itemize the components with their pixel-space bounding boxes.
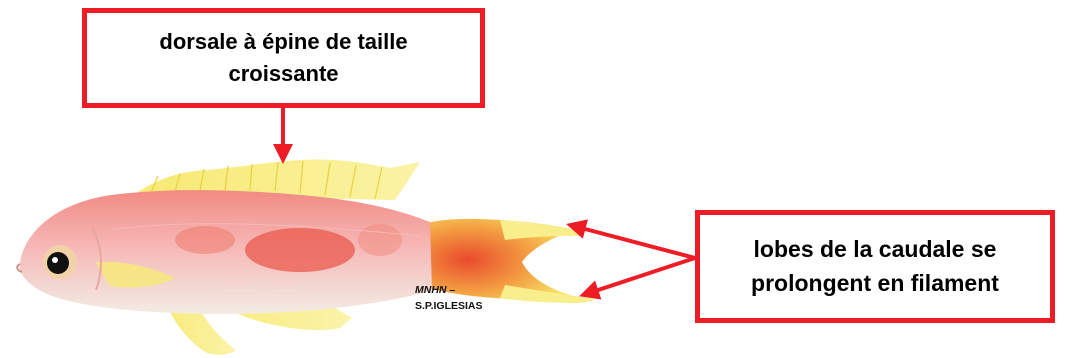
caudal-fin-label: lobes de la caudale se prolongent en fil…	[751, 236, 999, 296]
dorsal-fin-label: dorsale à épine de taille croissante	[159, 29, 408, 86]
dorsal-fin-label-box: dorsale à épine de taille croissante	[82, 8, 485, 108]
credit-separator: –	[446, 284, 456, 296]
credit-institution: MNHN	[415, 284, 447, 296]
arrow-caudal-lower-icon	[579, 256, 696, 300]
photo-credit: MNHN – S.P.IGLESIAS	[415, 283, 483, 315]
arrow-caudal-upper-icon	[566, 219, 696, 260]
fish-icon	[16, 159, 596, 355]
credit-line-institution: MNHN –	[415, 283, 483, 299]
caudal-fin-label-box: lobes de la caudale se prolongent en fil…	[695, 210, 1055, 323]
credit-author: S.P.IGLESIAS	[415, 299, 483, 312]
